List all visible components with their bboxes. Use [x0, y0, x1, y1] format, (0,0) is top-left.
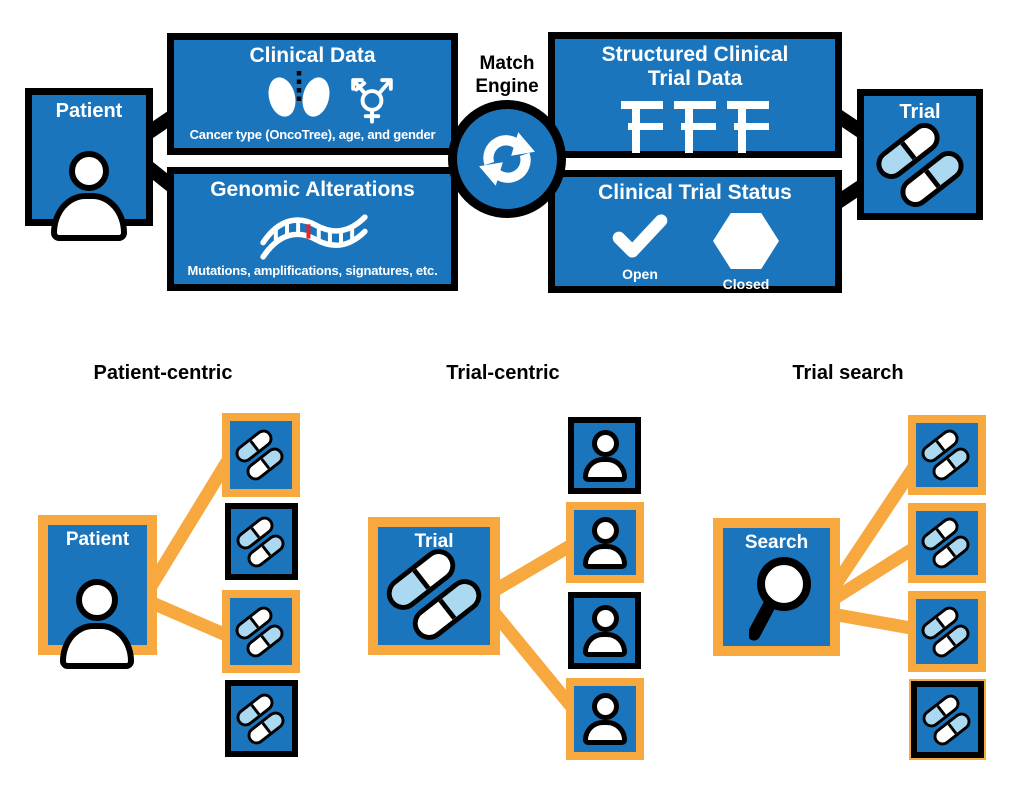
person-icon [582, 516, 628, 569]
pills-icon [917, 425, 975, 485]
trial-node [225, 503, 298, 580]
panel-title-patient-centric: Patient-centric [93, 362, 233, 384]
person-icon [582, 429, 628, 482]
clinical-trial-status-title: Clinical Trial Status [598, 181, 792, 204]
search-hub-label: Search [744, 532, 809, 553]
pills-icon [232, 512, 290, 571]
panel-title-trial-centric: Trial-centric [446, 362, 560, 384]
checkmark-icon [612, 214, 668, 258]
structured-trial-data-box: Structured Clinical Trial Data [548, 32, 842, 158]
pills-icon [917, 513, 975, 573]
patient-box: Patient [25, 88, 153, 241]
sync-icon [479, 132, 535, 186]
match-line-search-3 [830, 607, 924, 637]
hexagon-icon [713, 213, 779, 269]
matched-trial-node [908, 591, 986, 672]
match-line-trial-1 [488, 537, 579, 598]
structured-trial-data-title: Structured Clinical Trial Data [601, 43, 789, 91]
pills-icon [231, 425, 289, 485]
pills-icon [231, 602, 289, 661]
genomic-alterations-box: Genomic Alterations Mutations, amplifica… [167, 167, 458, 291]
match-line-trial-2 [486, 605, 586, 722]
patient-hub-label: Patient [65, 529, 130, 550]
patient-hub-box: Patient [38, 515, 157, 669]
matched-patient-node [566, 678, 644, 760]
open-status-label: Open [622, 266, 658, 282]
trial-node [911, 681, 984, 758]
search-icon [749, 557, 811, 641]
match-engine-label: Match Engine [475, 53, 539, 98]
trial-structure-icon [727, 101, 769, 153]
match-line-search-1 [826, 451, 928, 594]
person-icon [582, 693, 628, 745]
matched-trial-node [222, 413, 300, 497]
genomic-alterations-caption: Mutations, amplifications, signatures, e… [187, 263, 438, 278]
match-line-patient-2 [147, 596, 236, 644]
genomic-alterations-title: Genomic Alterations [210, 178, 415, 201]
matched-patient-node [566, 502, 644, 583]
trial-structure-icons [555, 101, 835, 153]
match-line-patient-1 [144, 448, 239, 592]
patient-node [568, 592, 641, 669]
patient-box-label: Patient [55, 100, 123, 122]
person-icon [582, 604, 628, 657]
closed-status-label: Closed [722, 276, 770, 292]
dna-icon [260, 214, 368, 260]
trial-hub-box: Trial [368, 517, 500, 655]
trial-node [225, 680, 298, 757]
pills-icon [917, 602, 975, 661]
match-line-search-2 [828, 537, 926, 606]
pills-icon [918, 690, 976, 749]
matched-trial-node [908, 503, 986, 583]
patient-node [568, 417, 641, 494]
trial-structure-icon [621, 101, 663, 153]
pills-icon [232, 689, 290, 748]
trial-structure-icon [674, 101, 716, 153]
clinical-data-title: Clinical Data [249, 44, 376, 67]
matched-trial-node [222, 590, 300, 673]
matched-trial-node [908, 415, 986, 495]
transgender-icon [351, 78, 393, 124]
trial-box: Trial [857, 89, 983, 220]
clinical-data-caption: Cancer type (OncoTree), age, and gender [189, 127, 436, 142]
panel-title-trial-search: Trial search [792, 362, 904, 384]
lungs-icon [268, 71, 330, 117]
clinical-data-box: Clinical Data Cancer type (OncoTree), ag… [167, 33, 458, 155]
pills-icon [378, 542, 490, 647]
trial-hub-label: Trial [414, 531, 454, 552]
pills-icon [868, 117, 972, 213]
match-engine-node [448, 100, 566, 218]
trial-box-label: Trial [899, 101, 941, 123]
clinical-trial-status-box: Clinical Trial Status Open Closed [548, 170, 842, 293]
search-hub-box: Search [713, 518, 840, 656]
